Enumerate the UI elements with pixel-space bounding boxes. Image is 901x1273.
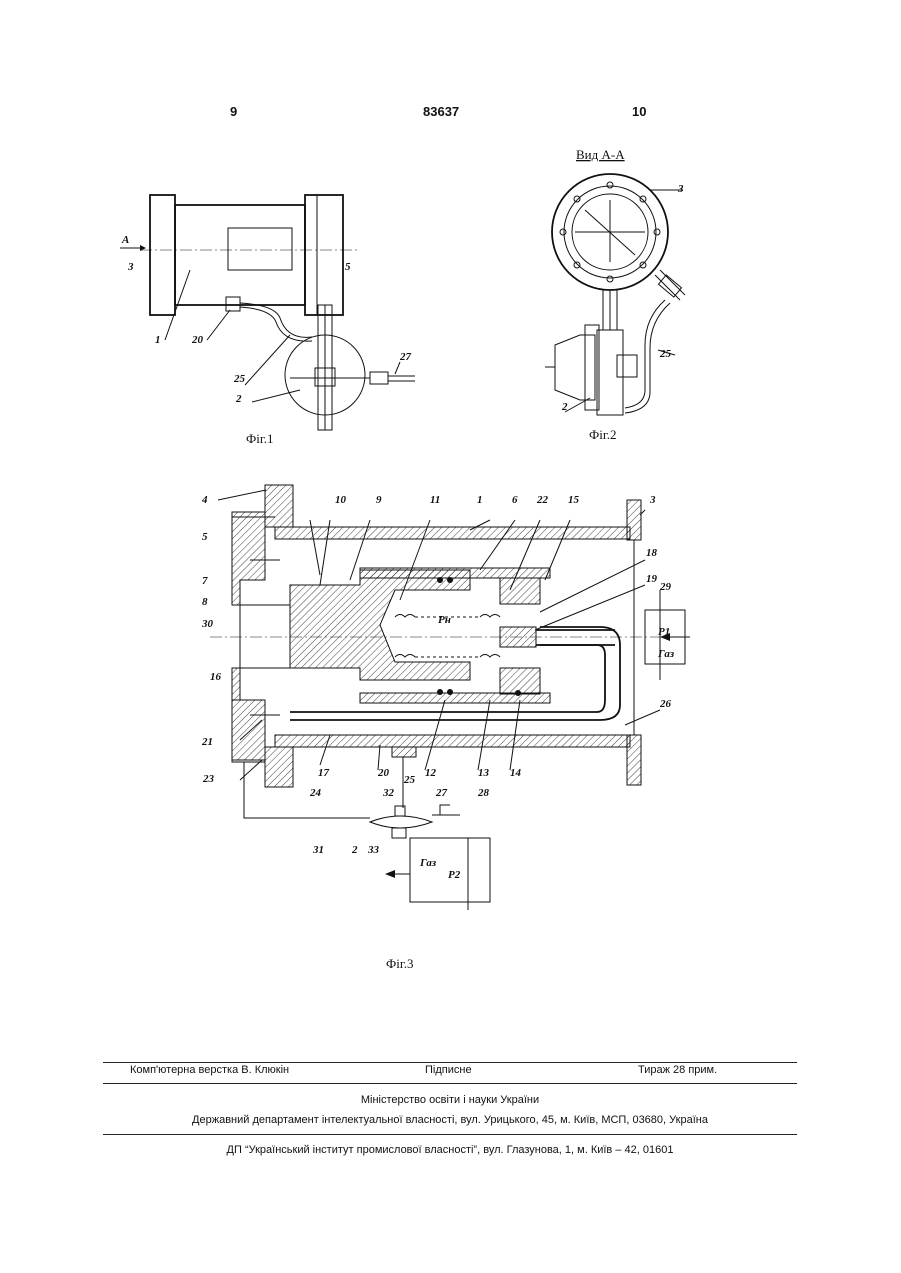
fig1-caption: Фіг.1: [246, 431, 274, 446]
footer-rule-top: [103, 1062, 797, 1063]
section-mark-a: A: [121, 234, 129, 246]
fig1-label-25: 25: [233, 373, 246, 385]
fig3-label-16: 16: [210, 671, 222, 683]
fig3-label-2: 2: [351, 844, 358, 856]
fig3-pressure-in: P1: [658, 626, 670, 638]
fig2-view-title: Вид А-А: [576, 147, 625, 162]
figure-3: [210, 485, 690, 910]
fig3-pressure-inner: Pн: [438, 614, 451, 626]
fig3-label-29: 29: [659, 581, 672, 593]
fig3-caption: Фіг.3: [386, 956, 414, 971]
fig1-label-5: 5: [345, 261, 351, 273]
fig3-label-33: 33: [367, 844, 380, 856]
fig3-label-7: 7: [202, 575, 208, 587]
fig3-label-11: 11: [430, 494, 440, 506]
fig3-label-23: 23: [202, 773, 215, 785]
fig3-label-20: 20: [377, 767, 390, 779]
fig3-label-17: 17: [318, 767, 330, 779]
fig2-label-2: 2: [561, 401, 568, 413]
fig3-label-6: 6: [512, 494, 518, 506]
fig3-label-26: 26: [659, 698, 672, 710]
drawings: A 3 1 20 5 25 2 27 Фіг.1 Вид А-А: [0, 0, 901, 1000]
fig3-label-10: 10: [335, 494, 347, 506]
fig3-label-18: 18: [646, 547, 658, 559]
fig3-label-1: 1: [477, 494, 483, 506]
fig3-label-9: 9: [376, 494, 382, 506]
fig1-label-3: 3: [127, 261, 134, 273]
fig2-caption: Фіг.2: [589, 427, 617, 442]
fig3-label-30: 30: [201, 618, 214, 630]
fig1-label-2: 2: [235, 393, 242, 405]
fig3-label-28: 28: [477, 787, 490, 799]
footer-typesetting: Комп'ютерна верстка В. Клюкін: [130, 1064, 289, 1076]
fig3-label-8: 8: [202, 596, 208, 608]
fig1-label-20: 20: [191, 334, 204, 346]
footer-department: Державний департамент інтелектуальної вл…: [103, 1114, 797, 1126]
footer-circulation: Тираж 28 прим.: [638, 1064, 717, 1076]
fig3-label-15: 15: [568, 494, 580, 506]
footer-rule-mid: [103, 1083, 797, 1084]
footer-enterprise: ДП “Український інститут промислової вла…: [103, 1144, 797, 1156]
fig3-label-3: 3: [649, 494, 656, 506]
fig3-pressure-out: P2: [448, 869, 461, 881]
fig3-label-24: 24: [309, 787, 322, 799]
fig3-gas-out: Газ: [419, 857, 437, 869]
fig3-label-22: 22: [536, 494, 549, 506]
footer-ministry: Міністерство освіти і науки України: [103, 1094, 797, 1106]
fig3-label-25: 25: [403, 774, 416, 786]
fig3-label-32: 32: [382, 787, 395, 799]
fig2-label-3: 3: [677, 183, 684, 195]
fig3-label-5: 5: [202, 531, 208, 543]
footer-rule-bottom: [103, 1134, 797, 1135]
fig3-label-12: 12: [425, 767, 437, 779]
fig3-label-13: 13: [478, 767, 490, 779]
fig3-label-4: 4: [201, 494, 208, 506]
fig1-label-1: 1: [155, 334, 161, 346]
fig3-gas-in: Газ: [657, 648, 675, 660]
fig3-label-14: 14: [510, 767, 522, 779]
fig1-label-27: 27: [399, 351, 412, 363]
fig3-label-27: 27: [435, 787, 448, 799]
fig3-label-21: 21: [201, 736, 213, 748]
fig3-label-19: 19: [646, 573, 658, 585]
fig2-label-25: 25: [659, 348, 672, 360]
footer-signed: Підписне: [425, 1064, 472, 1076]
figure-1: [120, 195, 415, 430]
figure-2: [545, 174, 685, 415]
fig3-label-31: 31: [312, 844, 324, 856]
